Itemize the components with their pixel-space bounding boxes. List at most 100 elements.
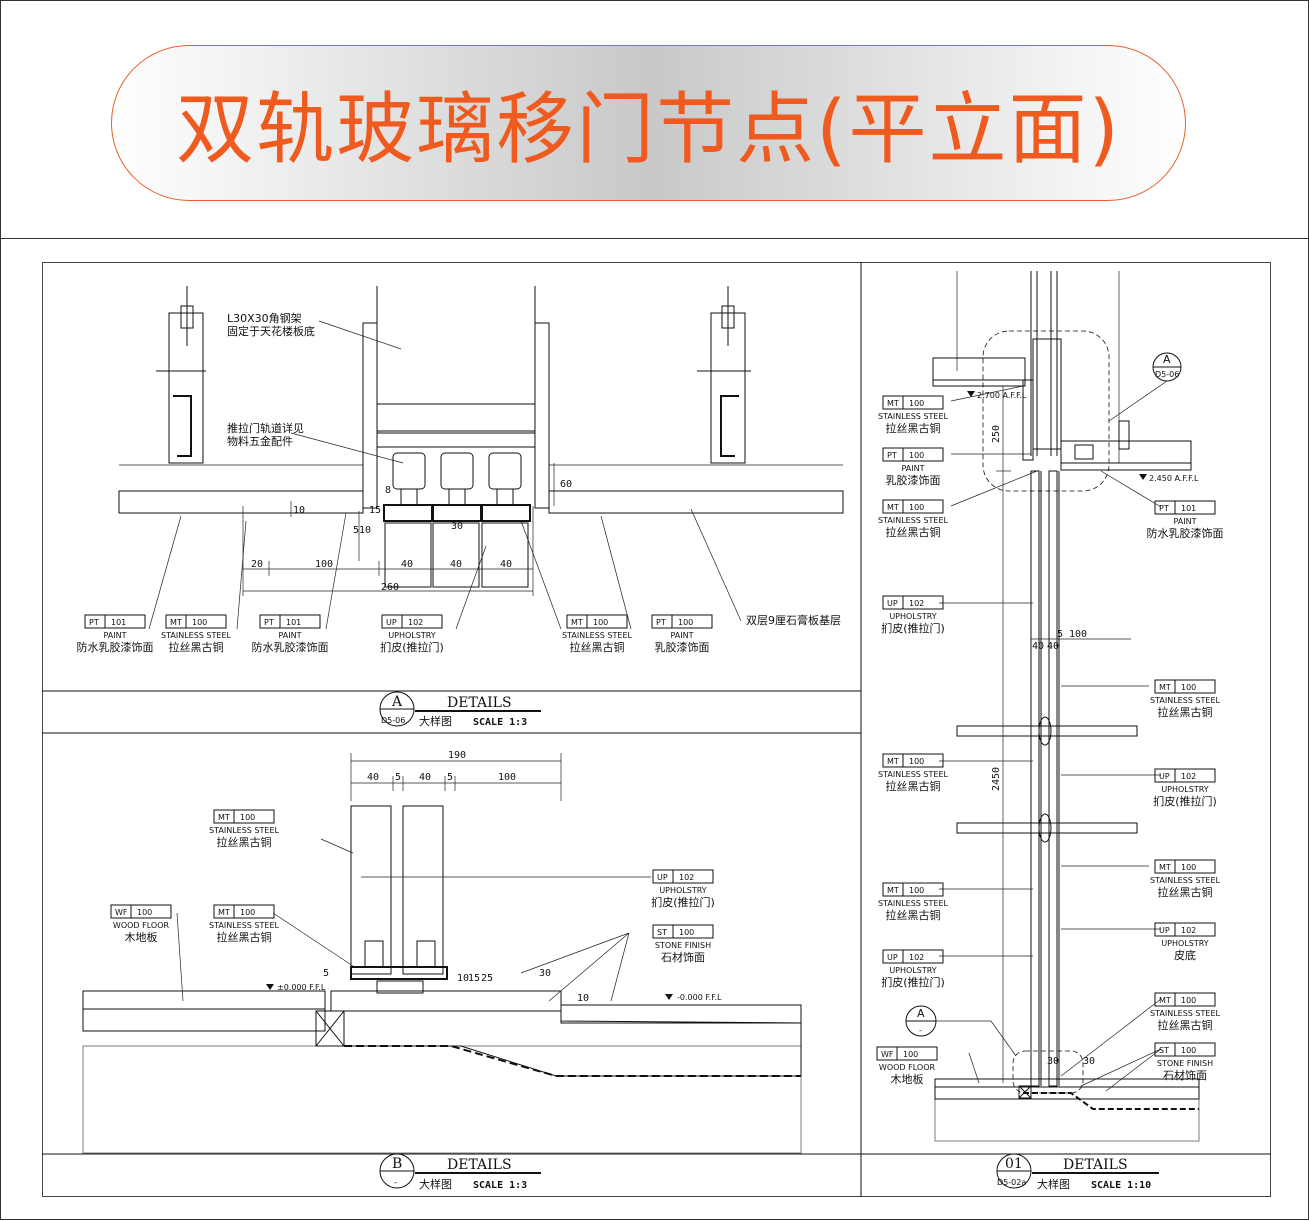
dim-a-40-2: 40: [450, 559, 462, 570]
dim-c-30-1: 30: [1047, 1056, 1059, 1067]
panel-b-drawing: [82, 753, 802, 1154]
callout-a-5-code: MT: [571, 618, 583, 627]
dim-a-40-1: 40: [401, 559, 413, 570]
detail-a-heading: DETAILS: [447, 695, 512, 711]
dim-a-20: 20: [251, 559, 263, 570]
dim-b-30: 30: [539, 968, 551, 979]
detail-b-scale: SCALE 1:3: [473, 1180, 527, 1191]
callout-c-left-7-en: UPHOLSTRY: [889, 966, 936, 975]
callout-a-2-num: 100: [192, 618, 207, 627]
dim-c-100: 100: [1069, 629, 1087, 640]
tag-c-ref: D5-02a: [997, 1178, 1026, 1187]
callout-b-4-code: UP: [657, 873, 668, 882]
callout-c-right-4-en: STAINLESS STEEL: [1150, 876, 1220, 885]
callout-c-left-4-en: UPHOLSTRY: [889, 612, 936, 621]
callout-c-right-7-num: 100: [1181, 1046, 1196, 1055]
callout-b-4-cn: 扪皮(推拉门): [651, 895, 715, 909]
callout-c-right-5-cn: 皮底: [1174, 948, 1196, 962]
callout-c-right-7-en: STONE FINISH: [1157, 1059, 1213, 1068]
level-c-2: 2.450 A.F.F.L: [1149, 474, 1199, 483]
callout-c-left-3-cn: 拉丝黑古铜: [886, 525, 941, 539]
callout-c-right-1-num: 101: [1181, 504, 1196, 513]
level-c-1: 2.700 A.F.F.L: [977, 391, 1027, 400]
callout-c-right-6-en: STAINLESS STEEL: [1150, 1009, 1220, 1018]
dim-c-30-2: 30: [1083, 1056, 1095, 1067]
callout-c-left-5-cn: 拉丝黑古铜: [886, 779, 941, 793]
callout-a-4-code: UP: [386, 618, 397, 627]
detail-c-heading: DETAILS: [1063, 1157, 1128, 1173]
callout-c-right-2-cn: 拉丝黑古铜: [1158, 705, 1213, 719]
panel-b-labels: 190 40 5 40 5 100 5 10 15 25 30 10 ±0.00…: [277, 750, 722, 1004]
callout-c-left-6-num: 100: [909, 886, 924, 895]
detail-b-cn: 大样图: [419, 1177, 452, 1191]
dim-c-40-1: 40: [1032, 641, 1044, 652]
section-a-ref: D5-06: [1155, 370, 1179, 379]
callout-c-left-5-en: STAINLESS STEEL: [878, 770, 948, 779]
callout-a-5-cn: 拉丝黑古铜: [570, 640, 625, 654]
dim-a-10: 10: [293, 505, 305, 516]
callout-b-5-cn: 石材饰面: [661, 950, 705, 964]
dim-a-100: 100: [315, 559, 333, 570]
callout-b-1-num: 100: [240, 813, 255, 822]
title-band: 双轨玻璃移门节点(平立面): [1, 1, 1309, 239]
callout-c-left-2-en: PAINT: [901, 464, 924, 473]
panel-c-title: 01 D5-02a DETAILS 大样图 SCALE 1:10: [996, 1153, 1159, 1191]
callout-c-left-7-num: 102: [909, 953, 924, 962]
detail-a-cn: 大样图: [419, 714, 452, 728]
dim-c-2450: 2450: [991, 767, 1002, 791]
dim-b-5-1: 5: [395, 772, 401, 783]
dim-b-100: 100: [498, 772, 516, 783]
callout-c-left-5-code: MT: [887, 757, 899, 766]
dim-b-10: 10: [457, 973, 469, 984]
callout-b-5-num: 100: [679, 928, 694, 937]
callout-b-1-cn: 拉丝黑古铜: [217, 835, 272, 849]
dim-b-190: 190: [448, 750, 466, 761]
callout-a-2-en: STAINLESS STEEL: [161, 631, 231, 640]
callout-c-right-6-code: MT: [1159, 996, 1171, 1005]
callout-b-1-en: STAINLESS STEEL: [209, 826, 279, 835]
note-angle-steel-1: L30X30角钢架: [227, 312, 302, 325]
callout-a-1-cn: 防水乳胶漆饰面: [77, 640, 154, 654]
callout-b-3-num: 100: [240, 908, 255, 917]
dim-b-5-2: 5: [447, 772, 453, 783]
note-angle-steel-2: 固定于天花楼板底: [227, 324, 315, 338]
section-a-letter: A: [1163, 353, 1171, 366]
callout-c-right-4-cn: 拉丝黑古铜: [1158, 885, 1213, 899]
level-b-2: -0.000 F.F.L: [677, 993, 722, 1002]
callout-c-left-7-code: UP: [887, 953, 898, 962]
callout-a-6-cn: 乳胶漆饰面: [655, 640, 710, 654]
page-title: 双轨玻璃移门节点(平立面): [176, 85, 1121, 175]
dim-a-15: 15: [369, 505, 381, 516]
callout-c-left-2-code: PT: [887, 451, 897, 460]
callout-b-4-num: 102: [679, 873, 694, 882]
callout-c-left-8-num: 100: [903, 1050, 918, 1059]
panel-c-drawing: [905, 271, 1200, 1142]
callout-c-right-4-num: 100: [1181, 863, 1196, 872]
callout-b-5-en: STONE FINISH: [655, 941, 711, 950]
callout-c-left-6-en: STAINLESS STEEL: [878, 899, 948, 908]
callout-c-left-1-cn: 拉丝黑古铜: [886, 421, 941, 435]
callout-c-left-6-code: MT: [887, 886, 899, 895]
dim-b-5-3: 5: [323, 968, 329, 979]
callout-a-1-en: PAINT: [103, 631, 126, 640]
dim-a-510: 510: [353, 525, 371, 536]
callout-c-right-5-num: 102: [1181, 926, 1196, 935]
callout-b-2-en: WOOD FLOOR: [113, 921, 170, 930]
